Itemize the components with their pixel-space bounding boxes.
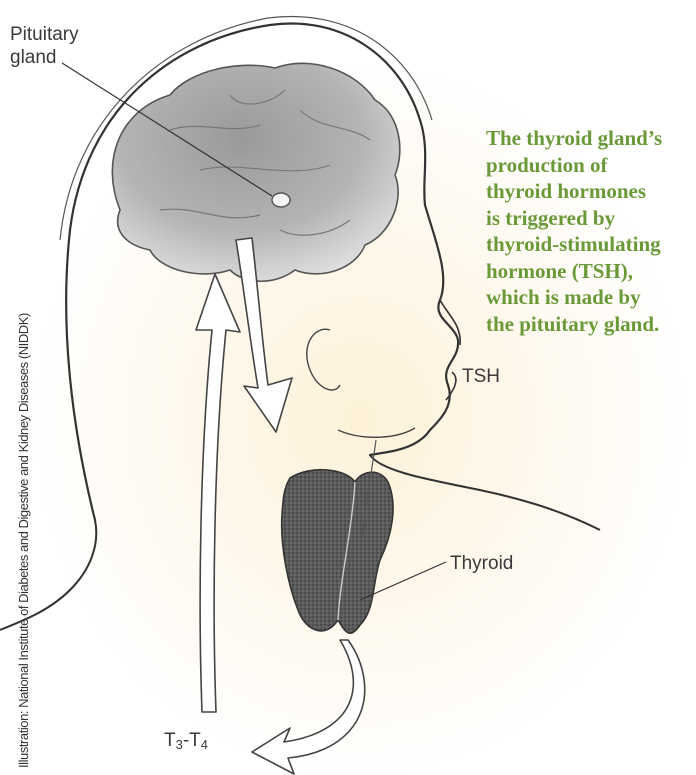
pituitary-gland: [272, 193, 290, 207]
t4-subscript: 4: [201, 737, 208, 752]
caption-line-2: production of: [486, 152, 696, 179]
caption-line-6: hormone (TSH),: [486, 258, 696, 285]
caption-line-5: thyroid-stimulating: [486, 231, 696, 258]
pituitary-label: Pituitary gland: [10, 23, 79, 69]
caption-line-1: The thyroid gland’s: [486, 125, 696, 152]
jaw-line: [338, 428, 415, 437]
thyroid-label: Thyroid: [450, 552, 513, 575]
caption-line-3: thyroid hormones: [486, 178, 696, 205]
thyroid-gland: [282, 470, 393, 633]
pituitary-label-line-1: Pituitary: [10, 23, 79, 46]
brain: [112, 63, 399, 281]
t3-subscript: 3: [176, 737, 183, 752]
pituitary-label-line-2: gland: [10, 46, 79, 69]
caption: The thyroid gland’s production of thyroi…: [486, 125, 696, 337]
caption-line-7: which is made by: [486, 284, 696, 311]
caption-line-4: is triggered by: [486, 205, 696, 232]
t3t4-curve-arrow: [252, 640, 365, 774]
ear: [307, 329, 340, 390]
t3-t4-label: T3-T4: [164, 729, 208, 756]
feedback-arrow: [196, 274, 240, 712]
t3-t4-label-t: T: [164, 730, 176, 751]
illustration-credit: Illustration: National Institute of Diab…: [16, 228, 31, 768]
caption-line-8: the pituitary gland.: [486, 311, 696, 338]
tsh-label: TSH: [462, 365, 500, 388]
t3-t4-label-dash: -T: [183, 730, 201, 751]
neck-back: [0, 520, 96, 630]
neck-front: [370, 455, 600, 530]
